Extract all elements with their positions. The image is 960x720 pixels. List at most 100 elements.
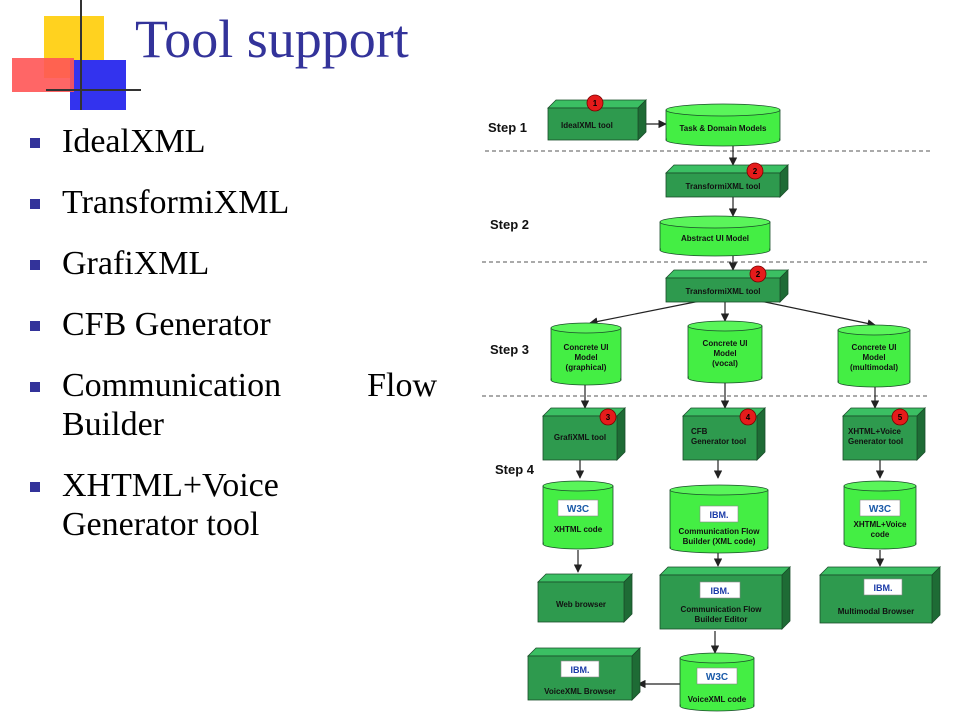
svg-text:2: 2 [753, 167, 758, 176]
bullet-text: Communication Flow Builder [62, 367, 437, 443]
logo-text: W3C [567, 504, 589, 515]
bullet-marker [30, 260, 40, 270]
bullet-item: XHTML+Voice Generator tool [28, 466, 453, 544]
node-label: Abstract UI Model [681, 234, 749, 243]
node-label: Model [713, 349, 736, 358]
ibm-logo [863, 578, 903, 596]
transformixml-tool-box: TransformiXML tool [665, 269, 789, 303]
bullet-text: TransformiXML [62, 184, 290, 221]
w3c-logo [557, 499, 599, 517]
node-label: (multimodal) [850, 363, 898, 372]
deco-red-square [12, 58, 74, 92]
concrete-ui-graphical-cylinder: Concrete UI Model (graphical) [550, 322, 622, 386]
step-badge: 5 [891, 408, 909, 426]
concrete-ui-multimodal-cylinder: Concrete UI Model (multimodal) [837, 324, 911, 388]
deco-blue-square [70, 60, 126, 110]
ibm-logo [699, 505, 739, 523]
w3c-logo [696, 667, 738, 685]
node-label: Concrete UI [564, 343, 609, 352]
step-label: Step 2 [490, 217, 529, 232]
svg-text:3: 3 [606, 413, 611, 422]
bullet-marker [30, 138, 40, 148]
svg-text:4: 4 [746, 413, 751, 422]
ibm-logo [560, 660, 600, 678]
node-label: Model [862, 353, 885, 362]
flow-arrows [573, 119, 885, 689]
xhtml-voice-code-cylinder: W3C XHTML+Voice code [843, 480, 917, 550]
step-badge: 2 [749, 265, 767, 283]
w3c-logo [859, 499, 901, 517]
idealxml-tool-box: IdealXML tool [547, 99, 647, 141]
bullet-marker [30, 382, 40, 392]
node-label: Communication Flow [679, 527, 761, 536]
bullet-item: CFB Generator [28, 305, 453, 344]
bullet-list: IdealXML TransformiXML GrafiXML CFB Gene… [28, 122, 453, 566]
node-label: Web browser [556, 600, 606, 609]
bullet-text: XHTML+Voice Generator tool [62, 467, 279, 543]
node-label: Builder (XML code) [683, 537, 756, 546]
node-label: XHTML+Voice [854, 520, 908, 529]
task-domain-models-cylinder: Task & Domain Models [665, 103, 781, 147]
node-label: Concrete UI [852, 343, 897, 352]
svg-text:2: 2 [756, 270, 761, 279]
node-label: Multimodal Browser [838, 607, 914, 616]
bullet-marker [30, 321, 40, 331]
node-label: VoiceXML code [688, 695, 747, 704]
bullet-text: IdealXML [62, 123, 206, 160]
voicexml-code-cylinder: W3C VoiceXML code [679, 652, 755, 712]
step-badge: 2 [746, 162, 764, 180]
step-label: Step 3 [490, 342, 529, 357]
cfb-editor-box: IBM. Communication Flow Builder Editor [659, 566, 791, 630]
node-label: TransformiXML tool [686, 182, 761, 191]
bullet-item: TransformiXML [28, 183, 453, 222]
node-label: (graphical) [566, 363, 607, 372]
xhtml-code-cylinder: W3C XHTML code [542, 480, 614, 550]
ibm-logo [699, 581, 741, 599]
step-badge: 3 [599, 408, 617, 426]
bullet-item: Communication Flow Builder [28, 366, 453, 444]
deco-horizontal-line [46, 89, 141, 91]
node-label: Generator tool [848, 437, 903, 446]
concrete-ui-vocal-cylinder: Concrete UI Model (vocal) [687, 320, 763, 384]
node-label: XHTML+Voice [848, 427, 902, 436]
node-label: Concrete UI [703, 339, 748, 348]
step-label: Step 4 [495, 462, 535, 477]
logo-text: IBM. [711, 586, 730, 596]
logo-text: IBM. [874, 583, 893, 593]
multimodal-browser-box: IBM. Multimodal Browser [819, 566, 941, 624]
node-label: VoiceXML Browser [544, 687, 616, 696]
bullet-marker [30, 482, 40, 492]
node-label: TransformiXML tool [686, 287, 761, 296]
node-label: XHTML code [554, 525, 603, 534]
node-label: (vocal) [712, 359, 738, 368]
arrow [759, 300, 876, 328]
bullet-item: IdealXML [28, 122, 453, 161]
node-label: Model [574, 353, 597, 362]
step-badge: 4 [739, 408, 757, 426]
arrow [589, 300, 701, 326]
abstract-ui-model-cylinder: Abstract UI Model [659, 215, 771, 257]
deco-vertical-line [80, 0, 82, 110]
bullet-marker [30, 199, 40, 209]
tool-chain-diagram: Step 1 Step 2 Step 3 Step 4 IdealXML too… [482, 94, 941, 712]
step-badge: 1 [586, 94, 604, 112]
logo-text: W3C [706, 672, 728, 683]
node-label: Builder Editor [695, 615, 748, 624]
node-label: Task & Domain Models [680, 124, 768, 133]
svg-text:1: 1 [593, 99, 598, 108]
node-label: IdealXML tool [561, 121, 613, 130]
logo-text: IBM. [710, 510, 729, 520]
step-separators [482, 150, 930, 397]
logo-text: W3C [869, 504, 891, 515]
node-label: code [871, 530, 890, 539]
logo-text: IBM. [571, 665, 590, 675]
badges: 1 2 2 3 4 5 [586, 94, 909, 426]
bullet-text: CFB Generator [62, 306, 271, 343]
voicexml-browser-box: IBM. VoiceXML Browser [527, 647, 641, 701]
xhtml-voice-generator-tool-box: XHTML+Voice Generator tool [842, 407, 926, 461]
svg-text:5: 5 [898, 413, 903, 422]
bullet-item: GrafiXML [28, 244, 453, 283]
step-label: Step 1 [488, 120, 527, 135]
node-label: Communication Flow [681, 605, 763, 614]
node-label: CFB [691, 427, 708, 436]
